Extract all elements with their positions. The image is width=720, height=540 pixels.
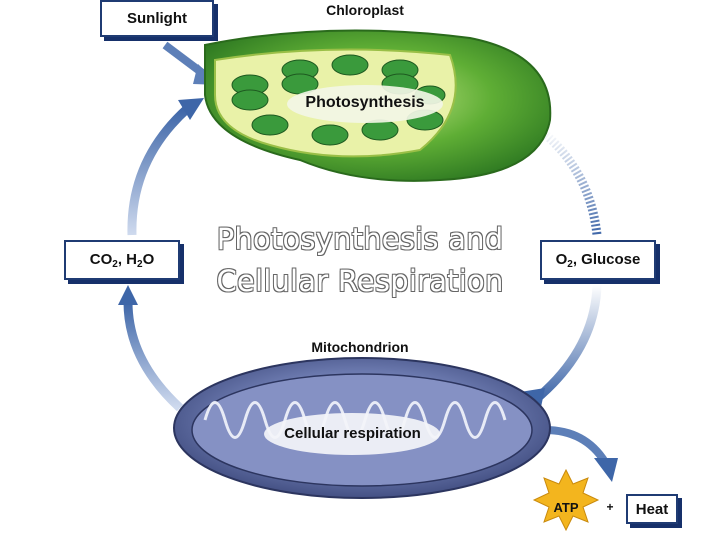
cycle-arrows: [118, 41, 618, 482]
chloroplast-title: Chloroplast: [326, 2, 404, 18]
co2-h2o-box: CO2, H2O: [64, 240, 180, 280]
arrow-o2-to-mito: [532, 284, 602, 404]
o2-glucose-label: O2, Glucose: [555, 250, 641, 270]
mitochondrion-title: Mitochondrion: [311, 339, 409, 355]
arrow-chloroplast-to-o2: [537, 126, 602, 236]
arrow-mito-to-co2-head: [118, 285, 138, 305]
heat-box: Heat: [626, 494, 678, 524]
o2-glucose-box: O2, Glucose: [540, 240, 656, 280]
heat-label: Heat: [635, 500, 669, 518]
plus-sign: +: [606, 500, 614, 514]
arrow-co2-to-chloroplast: [127, 104, 192, 236]
sunlight-label: Sunlight: [127, 10, 187, 27]
chloroplast-illustration: [204, 29, 552, 182]
atp-burst: [532, 468, 600, 532]
co2-h2o-label: CO2, H2O: [89, 250, 155, 270]
arrow-mito-to-heat-head: [594, 458, 618, 482]
slide-title-line2: Cellular Respiration: [216, 264, 504, 298]
mitochondrion-illustration: [173, 357, 551, 499]
arrow-mito-to-heat: [544, 426, 609, 465]
photosynthesis-label: Photosynthesis: [305, 94, 425, 111]
sunlight-box: Sunlight: [100, 0, 214, 37]
arrow-mito-to-co2: [123, 301, 184, 412]
atp-label: ATP: [553, 500, 579, 515]
cellular-respiration-label: Cellular respiration: [284, 425, 421, 442]
slide-title-line1: Photosynthesis and: [216, 222, 504, 256]
arrow-co2-to-chloroplast-head: [178, 98, 204, 120]
